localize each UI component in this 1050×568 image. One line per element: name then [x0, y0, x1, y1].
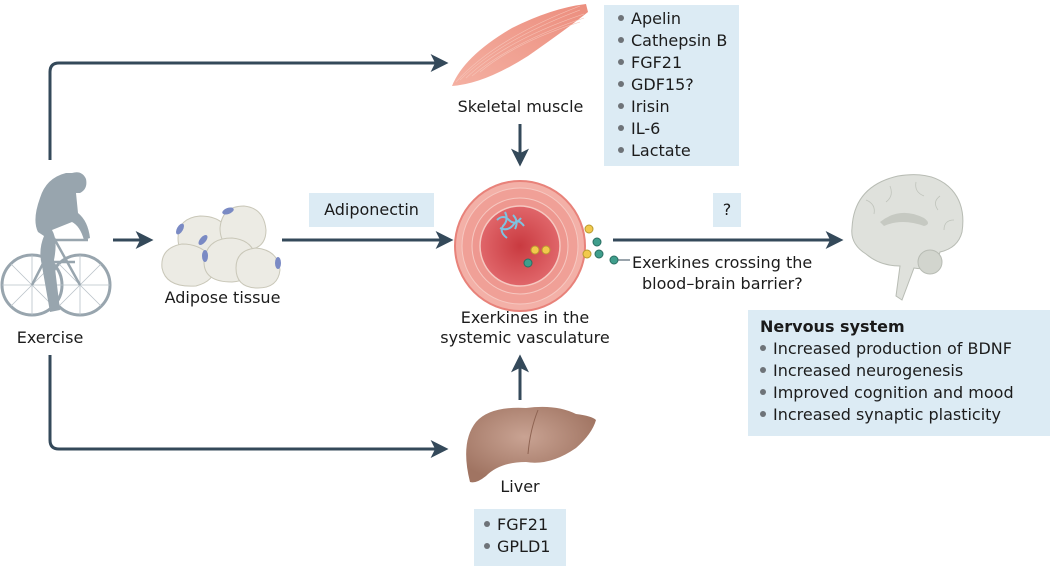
bullet-icon — [484, 520, 490, 527]
liver-exerkine-item: FGF21 — [484, 514, 566, 536]
cyclist-icon — [0, 172, 112, 317]
bbb-label: Exerkines crossing the blood–brain barri… — [632, 253, 813, 293]
liver-exerkine-item: GPLD1 — [484, 536, 566, 558]
liver-exerkines-list: FGF21 GPLD1 — [474, 509, 566, 558]
adipose-tissue-icon — [161, 205, 281, 289]
skeletal-muscle-icon — [452, 4, 588, 86]
nervous-system-effect-item: Increased neurogenesis — [760, 360, 1050, 382]
arrow-exercise-to-liver — [48, 355, 449, 458]
exerkine-particles — [523, 224, 619, 268]
bullet-icon — [760, 366, 766, 373]
skeletal-muscle-label: Skeletal muscle — [457, 97, 584, 116]
muscle-exerkine-item: Cathepsin B — [618, 30, 739, 52]
nervous-system-effects-list: Increased production of BDNF Increased n… — [760, 338, 1050, 426]
liver-exerkines-box: FGF21 GPLD1 — [474, 509, 566, 566]
muscle-exerkine-item: FGF21 — [618, 52, 739, 74]
muscle-exerkine-item: Apelin — [618, 8, 739, 30]
adipose-tissue-label: Adipose tissue — [164, 288, 281, 307]
bullet-icon — [618, 124, 624, 131]
liver-label: Liver — [500, 477, 540, 496]
muscle-exerkine-item: GDF15? — [618, 74, 739, 96]
bullet-icon — [618, 58, 624, 65]
bullet-icon — [618, 80, 624, 87]
bullet-icon — [618, 14, 624, 21]
muscle-exerkine-item: IL-6 — [618, 118, 739, 140]
bullet-icon — [760, 344, 766, 351]
adiponectin-tag: Adiponectin — [309, 193, 434, 227]
fibrin-strands — [496, 211, 525, 239]
vasculature-label: Exerkines in the systemic vasculature — [440, 308, 610, 347]
muscle-exerkines-list: Apelin Cathepsin B FGF21 GDF15? Irisin I… — [604, 5, 739, 162]
muscle-exerkine-item: Irisin — [618, 96, 739, 118]
muscle-exerkine-item: Lactate — [618, 140, 739, 162]
bullet-icon — [618, 146, 624, 153]
bullet-icon — [618, 102, 624, 109]
bullet-icon — [484, 542, 490, 549]
nervous-system-title: Nervous system — [760, 317, 905, 336]
liver-icon — [466, 406, 596, 483]
nervous-system-box: Nervous system Increased production of B… — [748, 310, 1050, 436]
nervous-system-effect-item: Increased production of BDNF — [760, 338, 1050, 360]
bullet-icon — [760, 388, 766, 395]
exercise-label: Exercise — [16, 328, 84, 347]
bbb-question-tag: ? — [713, 193, 741, 227]
nervous-system-effect-item: Improved cognition and mood — [760, 382, 1050, 404]
arrow-exercise-to-muscle — [48, 54, 449, 160]
muscle-exerkines-box: Apelin Cathepsin B FGF21 GDF15? Irisin I… — [604, 5, 739, 166]
bullet-icon — [760, 410, 766, 417]
nervous-system-effect-item: Increased synaptic plasticity — [760, 404, 1050, 426]
arrows — [48, 54, 844, 458]
bullet-icon — [618, 36, 624, 43]
brain-icon — [851, 174, 964, 301]
blood-vessel-icon — [454, 180, 630, 312]
